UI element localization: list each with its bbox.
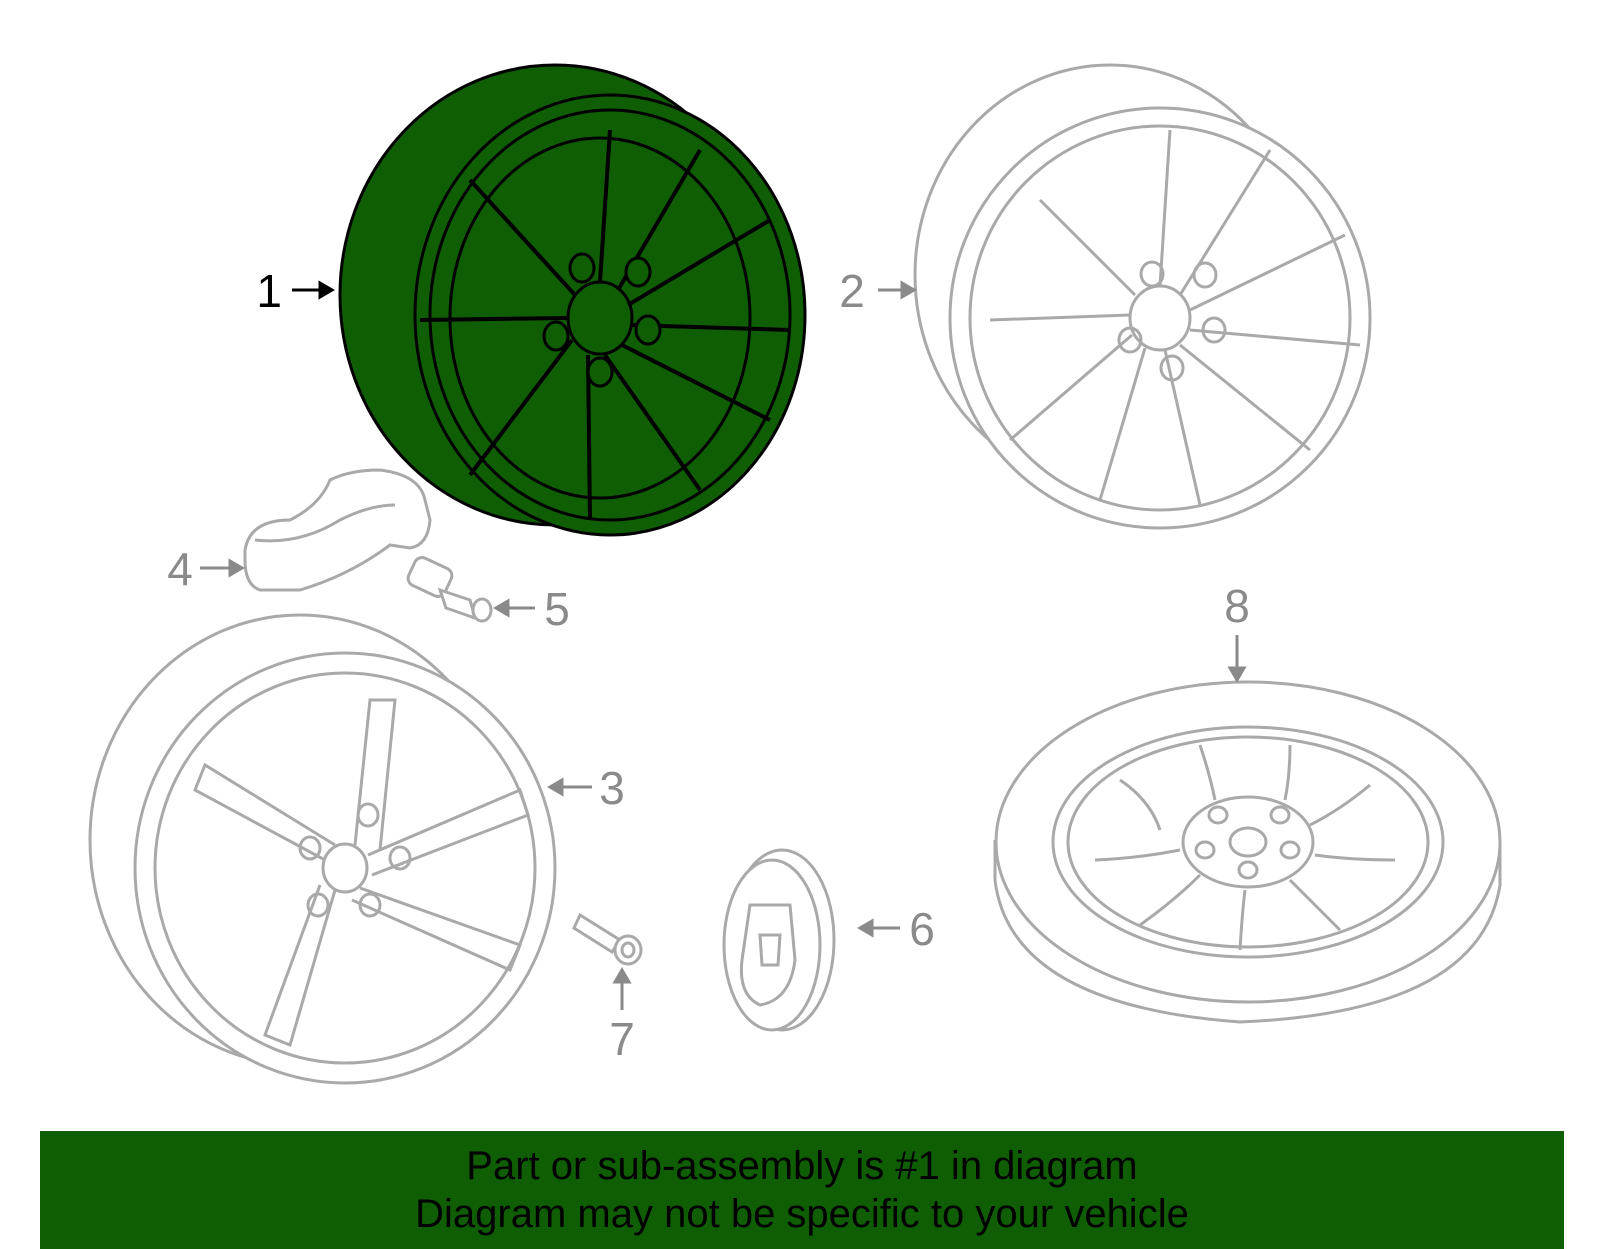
- callout-label-7: 7: [609, 1013, 635, 1065]
- callout-label-1: 1: [256, 265, 282, 317]
- arrow-2: [878, 280, 917, 300]
- part-6-center-cap[interactable]: [722, 848, 836, 1032]
- callout-arrows: [200, 280, 1247, 1010]
- banner-line-1: Part or sub-assembly is #1 in diagram: [466, 1144, 1138, 1188]
- info-banner: Part or sub-assembly is #1 in diagram Di…: [40, 1131, 1564, 1249]
- part-8-spare-tire[interactable]: [993, 680, 1502, 1024]
- part-7-screw[interactable]: [572, 912, 643, 966]
- callout-label-8: 8: [1224, 580, 1250, 632]
- part-5-valve-stem[interactable]: [406, 555, 493, 623]
- part-2-wheel[interactable]: [913, 63, 1372, 530]
- arrow-5: [493, 598, 535, 618]
- arrow-8: [1227, 635, 1247, 683]
- arrow-1: [292, 280, 335, 300]
- callout-label-2: 2: [839, 265, 865, 317]
- callout-label-4: 4: [167, 543, 193, 595]
- arrow-4: [200, 558, 245, 578]
- callout-label-6: 6: [909, 903, 935, 955]
- arrow-6: [857, 918, 900, 938]
- arrow-3: [547, 777, 592, 797]
- part-4-tpms-sensor[interactable]: [243, 468, 432, 592]
- arrow-7: [612, 967, 632, 1010]
- part-3-wheel[interactable]: [88, 613, 557, 1085]
- banner-line-2: Diagram may not be specific to your vehi…: [415, 1192, 1189, 1236]
- callout-label-5: 5: [544, 583, 570, 635]
- part-1-wheel[interactable]: [338, 63, 807, 537]
- callout-label-3: 3: [599, 762, 625, 814]
